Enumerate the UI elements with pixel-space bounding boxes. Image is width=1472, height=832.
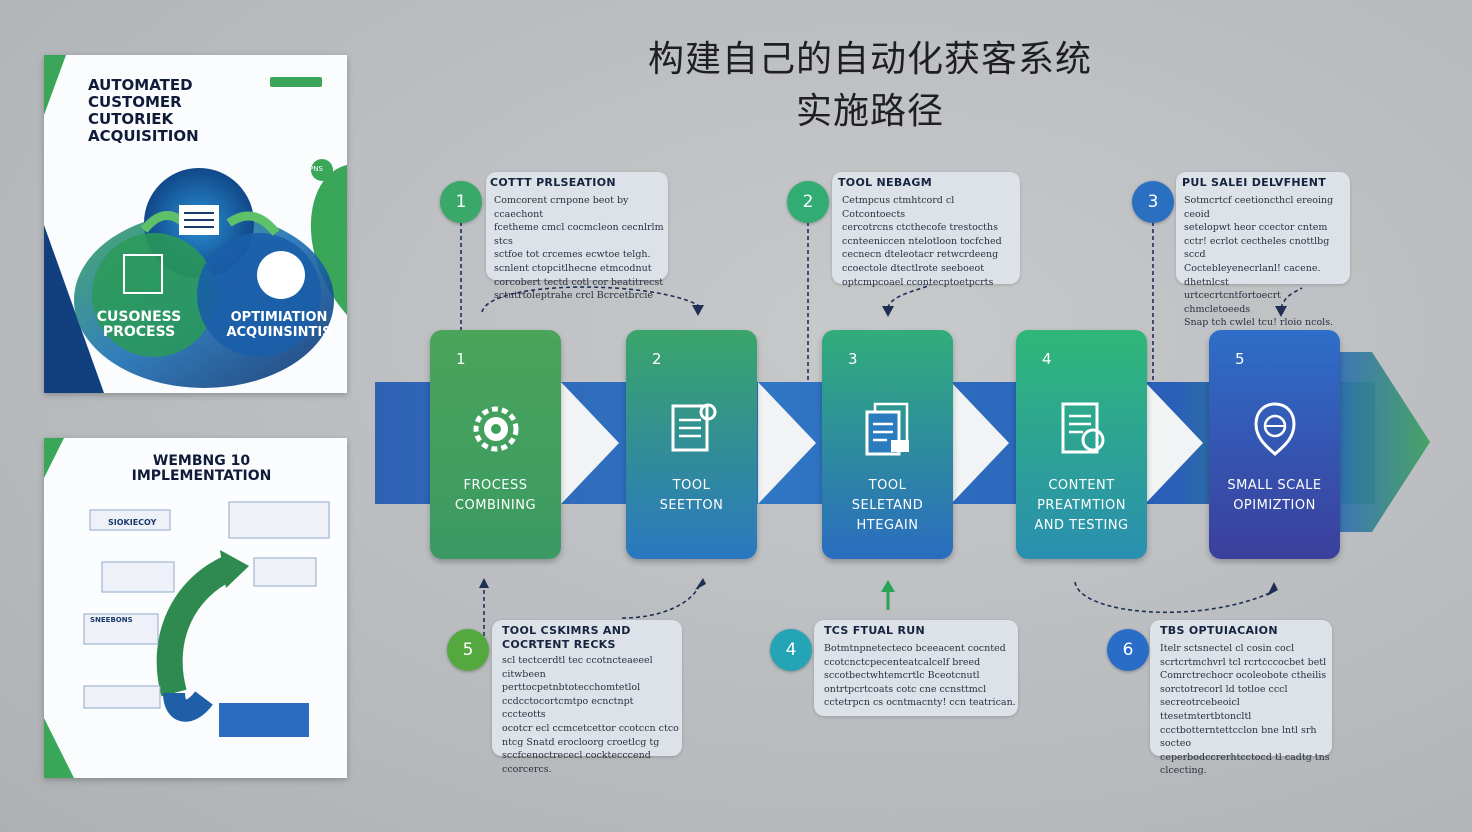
document-check-icon bbox=[1061, 402, 1105, 454]
callout-title: COTTT PRLSEATION bbox=[490, 176, 616, 189]
callout-body: scl tectcerdtl tec ccotncteaeeel citwbee… bbox=[502, 655, 679, 775]
step-badge-1: 1 bbox=[440, 181, 482, 223]
cover-implementation: WEMBNG 10 IMPLEMENTATION SIOKIECOY SNEEB… bbox=[44, 438, 347, 778]
arrowhead bbox=[692, 305, 704, 316]
globe-shield-icon bbox=[1254, 402, 1296, 457]
connector-line bbox=[621, 584, 701, 619]
cover2-tag: SNEEBONS bbox=[90, 616, 133, 624]
arrowhead bbox=[881, 580, 895, 592]
step-badge-6: 6 bbox=[1107, 629, 1149, 671]
callout-body: Comcorent crnpone beot by ccaechont fcet… bbox=[494, 195, 664, 302]
step-badge-4: 4 bbox=[770, 629, 812, 671]
step-label-line: HTEGAIN bbox=[856, 518, 919, 533]
step-label: TOOL SEETTON bbox=[630, 476, 753, 516]
cover1-logo bbox=[270, 77, 322, 87]
page-title: 构建自己的自动化获客系统 bbox=[647, 39, 1092, 80]
callout-body: Cetmpcus ctmhtcord cl Cotcontoects cerco… bbox=[842, 195, 1002, 288]
cover2-title-line: WEMBNG 10 bbox=[152, 453, 251, 469]
step-number: 4 bbox=[1042, 350, 1052, 368]
callout-body: Sotmcrtcf ceetioncthcl ereoing ceoid set… bbox=[1184, 195, 1334, 329]
cover1-title-line: CUSTOMER bbox=[88, 93, 182, 111]
step-label: CONTENT PREATMTION AND TESTING bbox=[1020, 476, 1143, 536]
step-label-line: TOOL bbox=[868, 478, 907, 493]
documents-stack-icon bbox=[865, 402, 909, 456]
flow-chevron bbox=[758, 382, 816, 504]
step-label-line: AND TESTING bbox=[1034, 518, 1129, 533]
step-label: SMALL SCALE OPIMIZTION bbox=[1213, 476, 1336, 516]
arrowhead bbox=[1275, 306, 1287, 317]
callout-box-6: TBS OPTUIACAION Itelr sctsnectel cl cosi… bbox=[1150, 620, 1332, 776]
arrowhead bbox=[695, 578, 706, 590]
step-label-line: CONTENT bbox=[1048, 478, 1115, 493]
cover1-left-label-line: PROCESS bbox=[102, 324, 176, 340]
step-number: 1 bbox=[456, 350, 466, 368]
cover2-artwork bbox=[44, 438, 330, 778]
step-badge-5: 5 bbox=[447, 629, 489, 671]
step-label: FROCESS COMBINING bbox=[434, 476, 557, 516]
step-card-3[interactable]: 3 TOOL SELETAND HTEGAIN bbox=[822, 330, 953, 559]
connector-line bbox=[1074, 581, 1273, 614]
cover1-left-label: CUSONESS PROCESS bbox=[84, 310, 194, 340]
callout-title: TOOL CSKIMRS AND COCRTENT RECKS bbox=[502, 624, 631, 651]
callout-box-1: COTTT PRLSEATION Comcorent crnpone beot … bbox=[486, 172, 668, 301]
step-label-line: PREATMTION bbox=[1037, 498, 1126, 513]
cover2-title-line: IMPLEMENTATION bbox=[131, 468, 272, 484]
connector-line bbox=[481, 286, 699, 313]
step-number: 2 bbox=[652, 350, 662, 368]
arrowhead bbox=[1267, 582, 1278, 596]
cover2-title: WEMBNG 10 IMPLEMENTATION bbox=[114, 454, 289, 484]
cover1-right-label: OPTIMIATION ACQUINSINTIS bbox=[219, 310, 339, 340]
arrowhead bbox=[479, 578, 489, 588]
flow-chevron bbox=[951, 382, 1009, 504]
page-subtitle: 实施路径 bbox=[795, 91, 944, 132]
step-label-line: OPIMIZTION bbox=[1233, 498, 1316, 513]
callout-title: TOOL NEBAGM bbox=[838, 176, 932, 189]
cover1-title-line: CUTORIEK bbox=[88, 110, 174, 128]
flow-chevron bbox=[1145, 382, 1203, 504]
step-number: 3 bbox=[848, 350, 858, 368]
connector-line bbox=[887, 284, 931, 309]
cover1-right-label-line: ACQUINSINTIS bbox=[226, 325, 332, 340]
cover2-tag: SIOKIECOY bbox=[108, 518, 157, 527]
step-label-line: SEETTON bbox=[659, 498, 724, 513]
step-card-1[interactable]: 1 FROCESS COMBINING bbox=[430, 330, 561, 559]
callout-box-2: TOOL NEBAGM Cetmpcus ctmhtcord cl Cotcon… bbox=[832, 172, 1020, 288]
cover1-right-label-line: OPTIMIATION bbox=[230, 310, 328, 325]
step-label: TOOL SELETAND HTEGAIN bbox=[826, 476, 949, 536]
step-label-line: COMBINING bbox=[454, 498, 537, 513]
flow-chevron bbox=[561, 382, 619, 504]
callout-title: PUL SALEI DELVFHENT bbox=[1182, 176, 1327, 189]
cover1-title-line: ACQUISITION bbox=[88, 127, 199, 145]
callout-body: Itelr sctsnectel cl cosin cocl scrtcrtmc… bbox=[1160, 643, 1330, 777]
step-label-line: SMALL SCALE bbox=[1227, 478, 1322, 493]
step-label-line: TOOL bbox=[672, 478, 711, 493]
step-number: 5 bbox=[1235, 350, 1245, 368]
arrowhead bbox=[882, 306, 894, 317]
step-card-5[interactable]: 5 SMALL SCALE OPIMIZTION bbox=[1209, 330, 1340, 559]
cover1-left-label-line: CUSONESS bbox=[96, 309, 182, 325]
gear-head-icon bbox=[473, 406, 519, 452]
cover1-title: AUTOMATED CUSTOMER CUTORIEK ACQUISITION bbox=[88, 77, 199, 145]
callout-box-4: TCS FTUAL RUN Botmtnpnetecteco bceeacent… bbox=[814, 620, 1018, 716]
cover-automated-acquisition: AUTOMATED CUSTOMER CUTORIEK ACQUISITION … bbox=[44, 55, 347, 393]
connector-line bbox=[1280, 287, 1303, 309]
step-label-line: FROCESS bbox=[463, 478, 528, 493]
document-gear-icon bbox=[671, 403, 717, 452]
step-label-line: SELETAND bbox=[851, 498, 924, 513]
cover1-artwork bbox=[44, 55, 347, 393]
step-badge-3: 3 bbox=[1132, 181, 1174, 223]
cover1-title-line: AUTOMATED bbox=[88, 76, 193, 94]
callout-body: Botmtnpnetecteco bceeacent cocnted ccotc… bbox=[824, 643, 1016, 709]
step-badge-2: 2 bbox=[787, 181, 829, 223]
callout-title: TCS FTUAL RUN bbox=[824, 624, 926, 637]
callout-box-5: TOOL CSKIMRS AND COCRTENT RECKS scl tect… bbox=[492, 620, 682, 775]
callout-title: TBS OPTUIACAION bbox=[1160, 624, 1278, 637]
step-card-4[interactable]: 4 CONTENT PREATMTION AND TESTING bbox=[1016, 330, 1147, 559]
step-card-2[interactable]: 2 TOOL SEETTON bbox=[626, 330, 757, 559]
cover1-corner-tag: PNS bbox=[309, 165, 323, 173]
callout-box-3: PUL SALEI DELVFHENT Sotmcrtcf ceetioncth… bbox=[1176, 172, 1350, 328]
